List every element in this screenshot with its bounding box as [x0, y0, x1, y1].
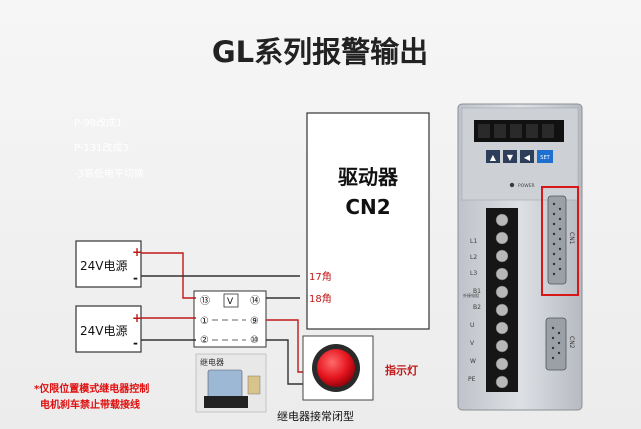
left-button[interactable] [520, 150, 534, 163]
up-button[interactable] [486, 150, 500, 163]
drive-buttons: ▲ ▼ ◀ SET [486, 150, 553, 163]
terminal-label: L2 [470, 254, 477, 261]
relay-socket-icon [204, 396, 248, 408]
relay-photo-label: 继电器 [200, 357, 224, 367]
cn2-connector-icon [545, 317, 567, 371]
pin-18-label: 18角 [309, 293, 332, 305]
power-supply-label: 24V电源 [80, 259, 127, 273]
relay-terminal: ① [200, 316, 209, 327]
warning-line: 电机刹车禁止带载接线 [40, 398, 140, 411]
relay-terminal: ⑩ [250, 335, 259, 346]
terminal-label: L1 [470, 238, 477, 245]
power-label: POWER [518, 183, 535, 189]
relay-note: 继电器接常闭型 [277, 409, 354, 423]
terminal-label: U [470, 322, 474, 329]
power-supply-top [75, 240, 142, 288]
minus-terminal: - [133, 336, 138, 350]
terminal-label: L3 [470, 270, 477, 277]
relay-terminal: ⑭ [250, 295, 260, 307]
terminal-label: PE [468, 376, 476, 383]
cn1-pins [552, 202, 562, 276]
page-title: GL系列报警输出 [212, 35, 428, 69]
up-arrow-icon: ▲ [490, 153, 497, 162]
terminal-label: B1 [473, 288, 481, 295]
driver-connector-label: CN2 [345, 195, 390, 219]
relay-body-icon [207, 369, 243, 399]
note-line: P-98改成1 [74, 116, 123, 129]
driver-box [306, 112, 430, 330]
terminal-label: W [470, 358, 476, 365]
servo-drive: ▲ ▼ ◀ SET POWER L1 L2 L3 外接电阻 B1 B2 U V … [457, 103, 583, 411]
terminal-label: B2 [473, 304, 481, 311]
terminal-label: V [470, 340, 475, 347]
set-button[interactable] [537, 150, 553, 163]
power-supply-bottom [75, 305, 142, 353]
left-arrow-icon: ◀ [524, 153, 531, 162]
cn2-pins [551, 326, 561, 360]
indicator-label: 指示灯 [385, 363, 418, 377]
warning-line: *仅限位置模式继电器控制 [34, 382, 149, 395]
relay-terminals: ⑬ ⑭ ① ⑨ ② ⑩ [200, 295, 260, 346]
set-label: SET [540, 155, 550, 161]
terminal-screws [495, 213, 509, 389]
pin-17-label: 17角 [309, 271, 332, 283]
relay-coil-mark: V [227, 297, 234, 307]
relay-terminal: ⑬ [200, 295, 210, 307]
cn2-label: CN2 [568, 336, 575, 349]
cn1-highlight [541, 186, 579, 296]
plus-terminal: + [132, 311, 142, 325]
down-button[interactable] [503, 150, 517, 163]
indicator-lamp-icon [317, 349, 355, 387]
down-arrow-icon: ▼ [507, 153, 514, 162]
driver-label: 驱动器 [338, 165, 399, 189]
relay-coil [223, 293, 239, 308]
note-line: P-131改成3 [74, 141, 129, 154]
relay-terminal: ⑨ [250, 316, 259, 327]
display-digits [478, 124, 554, 138]
relay-terminal: ② [200, 335, 209, 346]
relay-contact-icon [247, 375, 261, 395]
minus-terminal: - [133, 271, 138, 285]
cn1-label: CN1 [568, 232, 575, 245]
note-line: -3高低电平切换 [74, 167, 144, 180]
plus-terminal: + [132, 245, 142, 259]
cn1-connector-icon [547, 195, 567, 285]
terminal-label: 外接电阻 [463, 292, 479, 298]
terminal-labels: L1 L2 L3 外接电阻 B1 B2 U V W PE [463, 238, 481, 383]
power-led-icon [509, 182, 515, 188]
power-supply-label: 24V电源 [80, 324, 127, 338]
